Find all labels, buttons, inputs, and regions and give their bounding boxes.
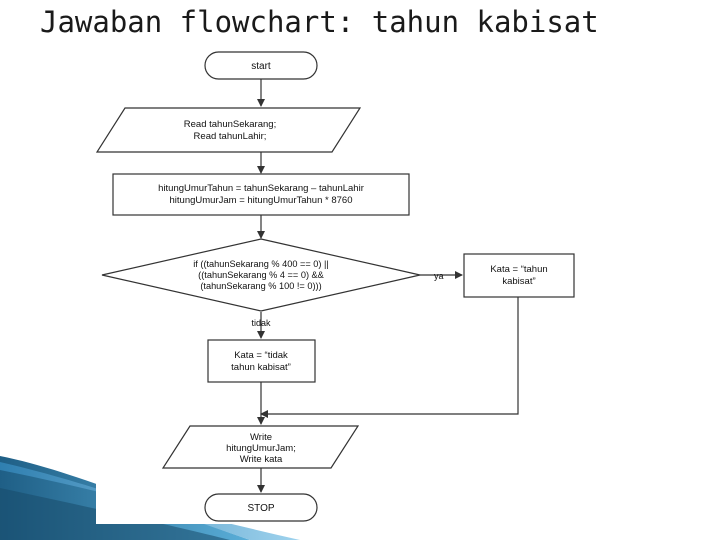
stop-terminator: STOP xyxy=(204,493,318,522)
connectors xyxy=(257,79,519,493)
yes-branch-label: ya xyxy=(434,271,444,281)
decision-line-2: ((tahunSekarang % 4 == 0) && xyxy=(198,270,324,280)
decision-line-1: if ((tahunSekarang % 400 == 0) || xyxy=(193,259,329,269)
output-line-1: Write xyxy=(250,432,272,443)
output-parallelogram: Write hitungUmurJam; Write kata xyxy=(161,425,360,469)
connector-yes-box-to-output xyxy=(260,297,519,418)
output-line-2: hitungUmurJam; xyxy=(226,443,296,454)
input-line-2: Read tahunLahir; xyxy=(194,131,267,142)
decision-diamond: if ((tahunSekarang % 400 == 0) || ((tahu… xyxy=(101,238,421,312)
process-line-2: hitungUmurJam = hitungUmurTahun * 8760 xyxy=(170,195,353,206)
yes-box-line-1: Kata = “tahun xyxy=(490,264,547,275)
stop-label: STOP xyxy=(247,503,274,514)
yes-process-box: Kata = “tahun kabisat” xyxy=(463,253,575,298)
no-branch-label: tidak xyxy=(251,318,271,328)
no-box-line-1: Kata = “tidak xyxy=(234,350,288,361)
process-line-1: hitungUmurTahun = tahunSekarang – tahunL… xyxy=(158,183,364,194)
no-box-line-2: tahun kabisat” xyxy=(231,362,291,373)
slide-title: Jawaban flowchart: tahun kabisat xyxy=(40,5,599,39)
flowchart: start Read tahunSekarang; Read tahunLahi… xyxy=(95,51,575,522)
flowchart-canvas: start Read tahunSekarang; Read tahunLahi… xyxy=(95,44,580,524)
input-parallelogram: Read tahunSekarang; Read tahunLahir; xyxy=(95,107,362,153)
process-box: hitungUmurTahun = tahunSekarang – tahunL… xyxy=(112,173,410,216)
output-line-3: Write kata xyxy=(240,454,283,465)
start-terminator: start xyxy=(204,51,318,80)
input-line-1: Read tahunSekarang; xyxy=(184,119,276,130)
yes-box-line-2: kabisat” xyxy=(502,276,535,287)
start-label: start xyxy=(251,61,271,72)
decision-line-3: (tahunSekarang % 100 != 0))) xyxy=(200,281,321,291)
no-process-box: Kata = “tidak tahun kabisat” xyxy=(207,339,316,383)
